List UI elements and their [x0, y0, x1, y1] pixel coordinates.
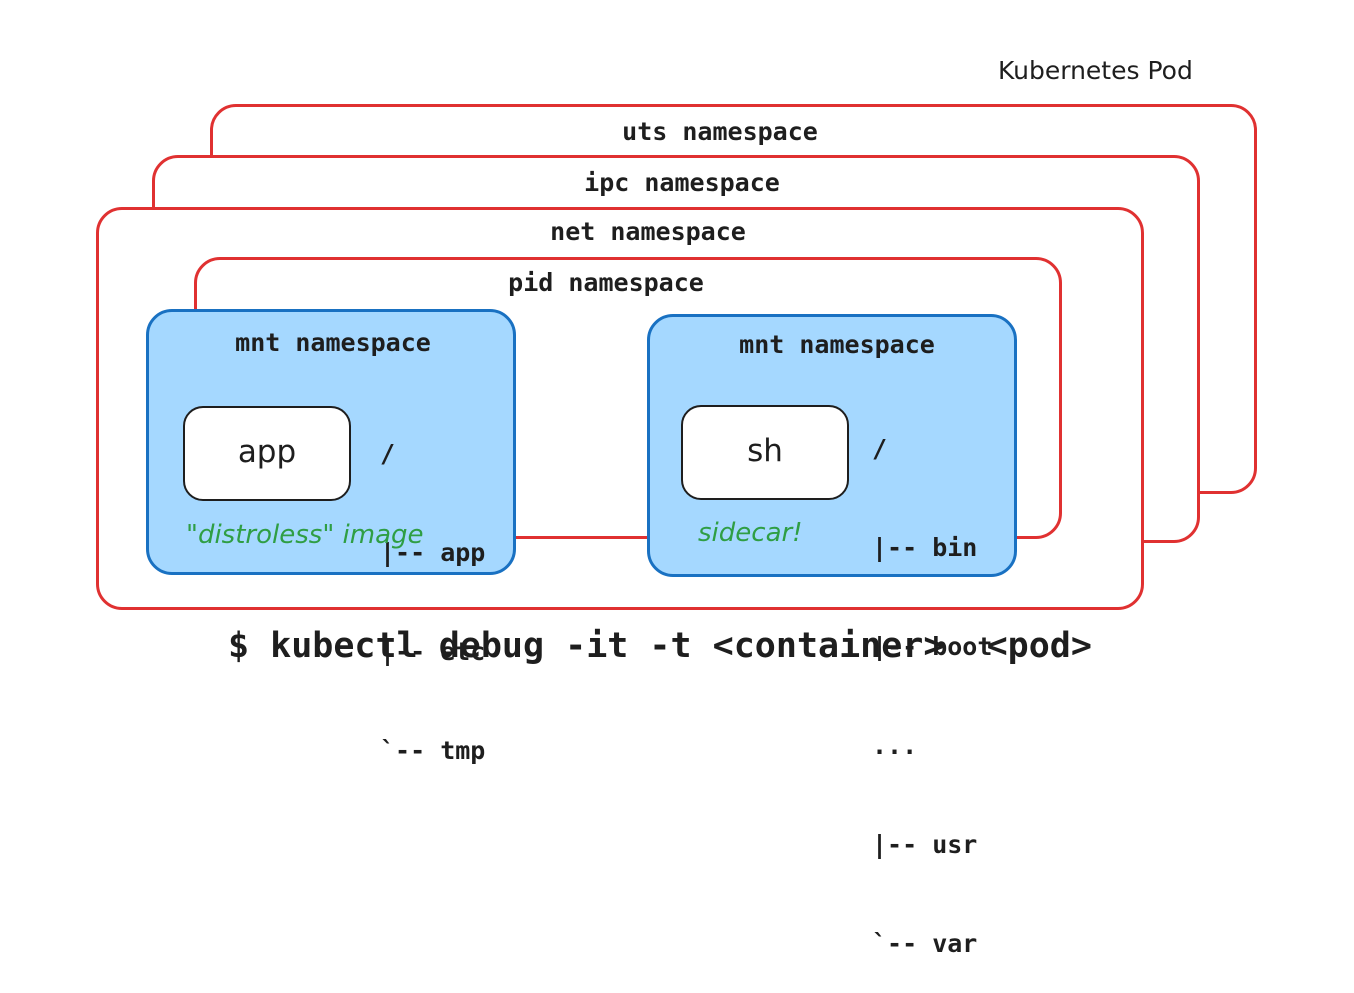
- tree-line: |-- etc: [380, 637, 486, 666]
- tree-line: |-- bin: [872, 533, 978, 562]
- tree-line: |-- boot: [872, 632, 993, 661]
- net-namespace-label: net namespace: [550, 217, 746, 246]
- uts-namespace-label: uts namespace: [622, 117, 818, 146]
- pod-label: Kubernetes Pod: [998, 56, 1193, 85]
- kubectl-debug-command: $ kubectl debug -it -t <container> <pod>: [228, 626, 1092, 666]
- right-filesystem-tree: / |-- bin |-- boot ... |-- usr `-- var: [872, 366, 992, 993]
- tree-line: `-- tmp: [380, 736, 486, 765]
- left-mnt-namespace-label: mnt namespace: [235, 328, 431, 357]
- right-mnt-namespace-label: mnt namespace: [739, 330, 935, 359]
- tree-line: /: [872, 434, 888, 463]
- tree-line: |-- app: [380, 538, 486, 567]
- sidecar-note: sidecar!: [698, 518, 803, 548]
- sh-process-label: sh: [747, 433, 783, 469]
- tree-line: |-- usr: [872, 830, 978, 859]
- tree-line: `-- var: [872, 929, 978, 958]
- pid-namespace-label: pid namespace: [508, 268, 704, 297]
- distroless-note: "distroless" image: [186, 520, 424, 550]
- tree-line: ...: [872, 731, 918, 760]
- app-process-box: [183, 406, 351, 501]
- tree-line: /: [380, 439, 396, 468]
- ipc-namespace-label: ipc namespace: [584, 168, 780, 197]
- left-filesystem-tree: / |-- app |-- etc `-- tmp: [380, 371, 485, 800]
- sh-process-box: [681, 405, 849, 500]
- app-process-label: app: [237, 434, 297, 470]
